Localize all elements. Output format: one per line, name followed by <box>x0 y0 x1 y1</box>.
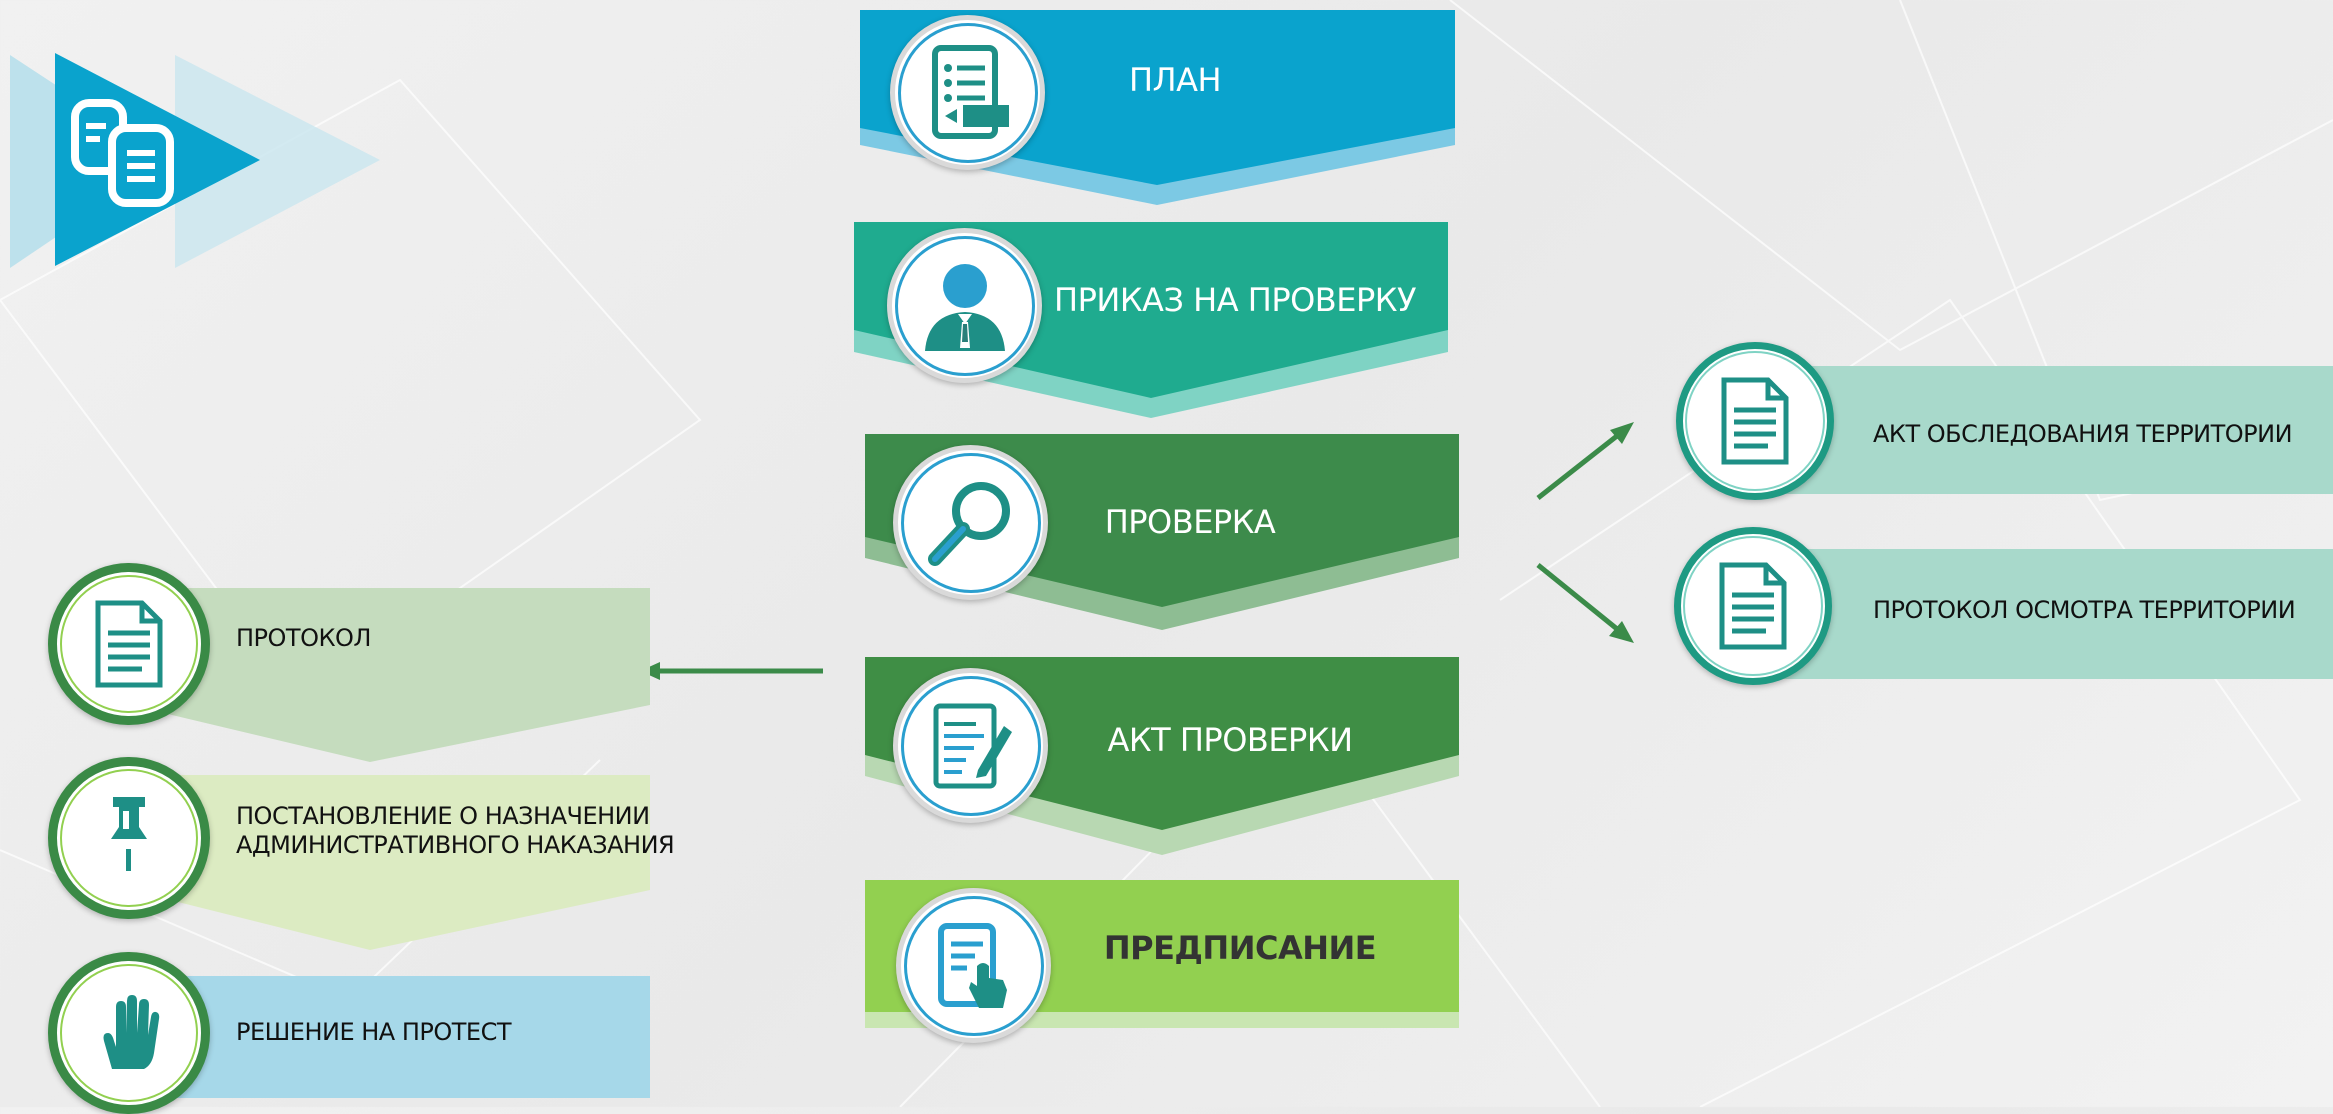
pushpin-icon <box>99 793 159 883</box>
left-chevron-1 <box>130 588 650 762</box>
documents-icon <box>70 98 180 217</box>
logo <box>0 40 400 280</box>
right-bar-2 <box>1770 549 2333 679</box>
right-circle-2 <box>1674 527 1832 685</box>
left-label-2-line1: ПОСТАНОВЛЕНИЕ О НАЗНАЧЕНИИ <box>236 802 650 830</box>
right-label-1: АКТ ОБСЛЕДОВАНИЯ ТЕРРИТОРИИ <box>1873 420 2293 448</box>
step-label-act: АКТ ПРОВЕРКИ <box>1107 721 1354 759</box>
hand-icon <box>94 993 164 1073</box>
document-list-icon <box>923 43 1013 143</box>
right-circle-1 <box>1676 342 1834 500</box>
circle-plan <box>890 15 1045 170</box>
step-label-order: ПРИКАЗ НА ПРОВЕРКУ <box>1054 281 1416 319</box>
document-icon <box>92 599 166 689</box>
left-label-2-line2: АДМИНИСТРАТИВНОГО НАКАЗАНИЯ <box>236 831 675 859</box>
step-label-check: ПРОВЕРКА <box>1104 503 1276 541</box>
circle-check <box>893 445 1048 600</box>
right-bar-1 <box>1770 366 2333 494</box>
right-label-2: ПРОТОКОЛ ОСМОТРА ТЕРРИТОРИИ <box>1873 596 2296 624</box>
magnifier-icon <box>921 473 1021 573</box>
left-label-3: РЕШЕНИЕ НА ПРОТЕСТ <box>236 1018 512 1046</box>
left-circle-1 <box>48 563 210 725</box>
circle-order <box>887 228 1042 383</box>
left-bar-3 <box>130 976 650 1098</box>
left-chevron-2 <box>130 775 650 950</box>
person-icon <box>920 256 1010 356</box>
circle-act <box>893 668 1048 823</box>
document-icon <box>1718 376 1792 466</box>
step-label-prescription: ПРЕДПИСАНИЕ <box>1103 929 1377 967</box>
document-icon <box>1716 561 1790 651</box>
circle-prescription <box>896 888 1051 1043</box>
step-label-plan: ПЛАН <box>1128 61 1222 99</box>
left-circle-2 <box>48 757 210 919</box>
tablet-touch-icon <box>929 916 1019 1016</box>
left-circle-3 <box>48 952 210 1114</box>
document-pen-icon <box>926 696 1016 796</box>
left-label-1: ПРОТОКОЛ <box>236 624 371 652</box>
